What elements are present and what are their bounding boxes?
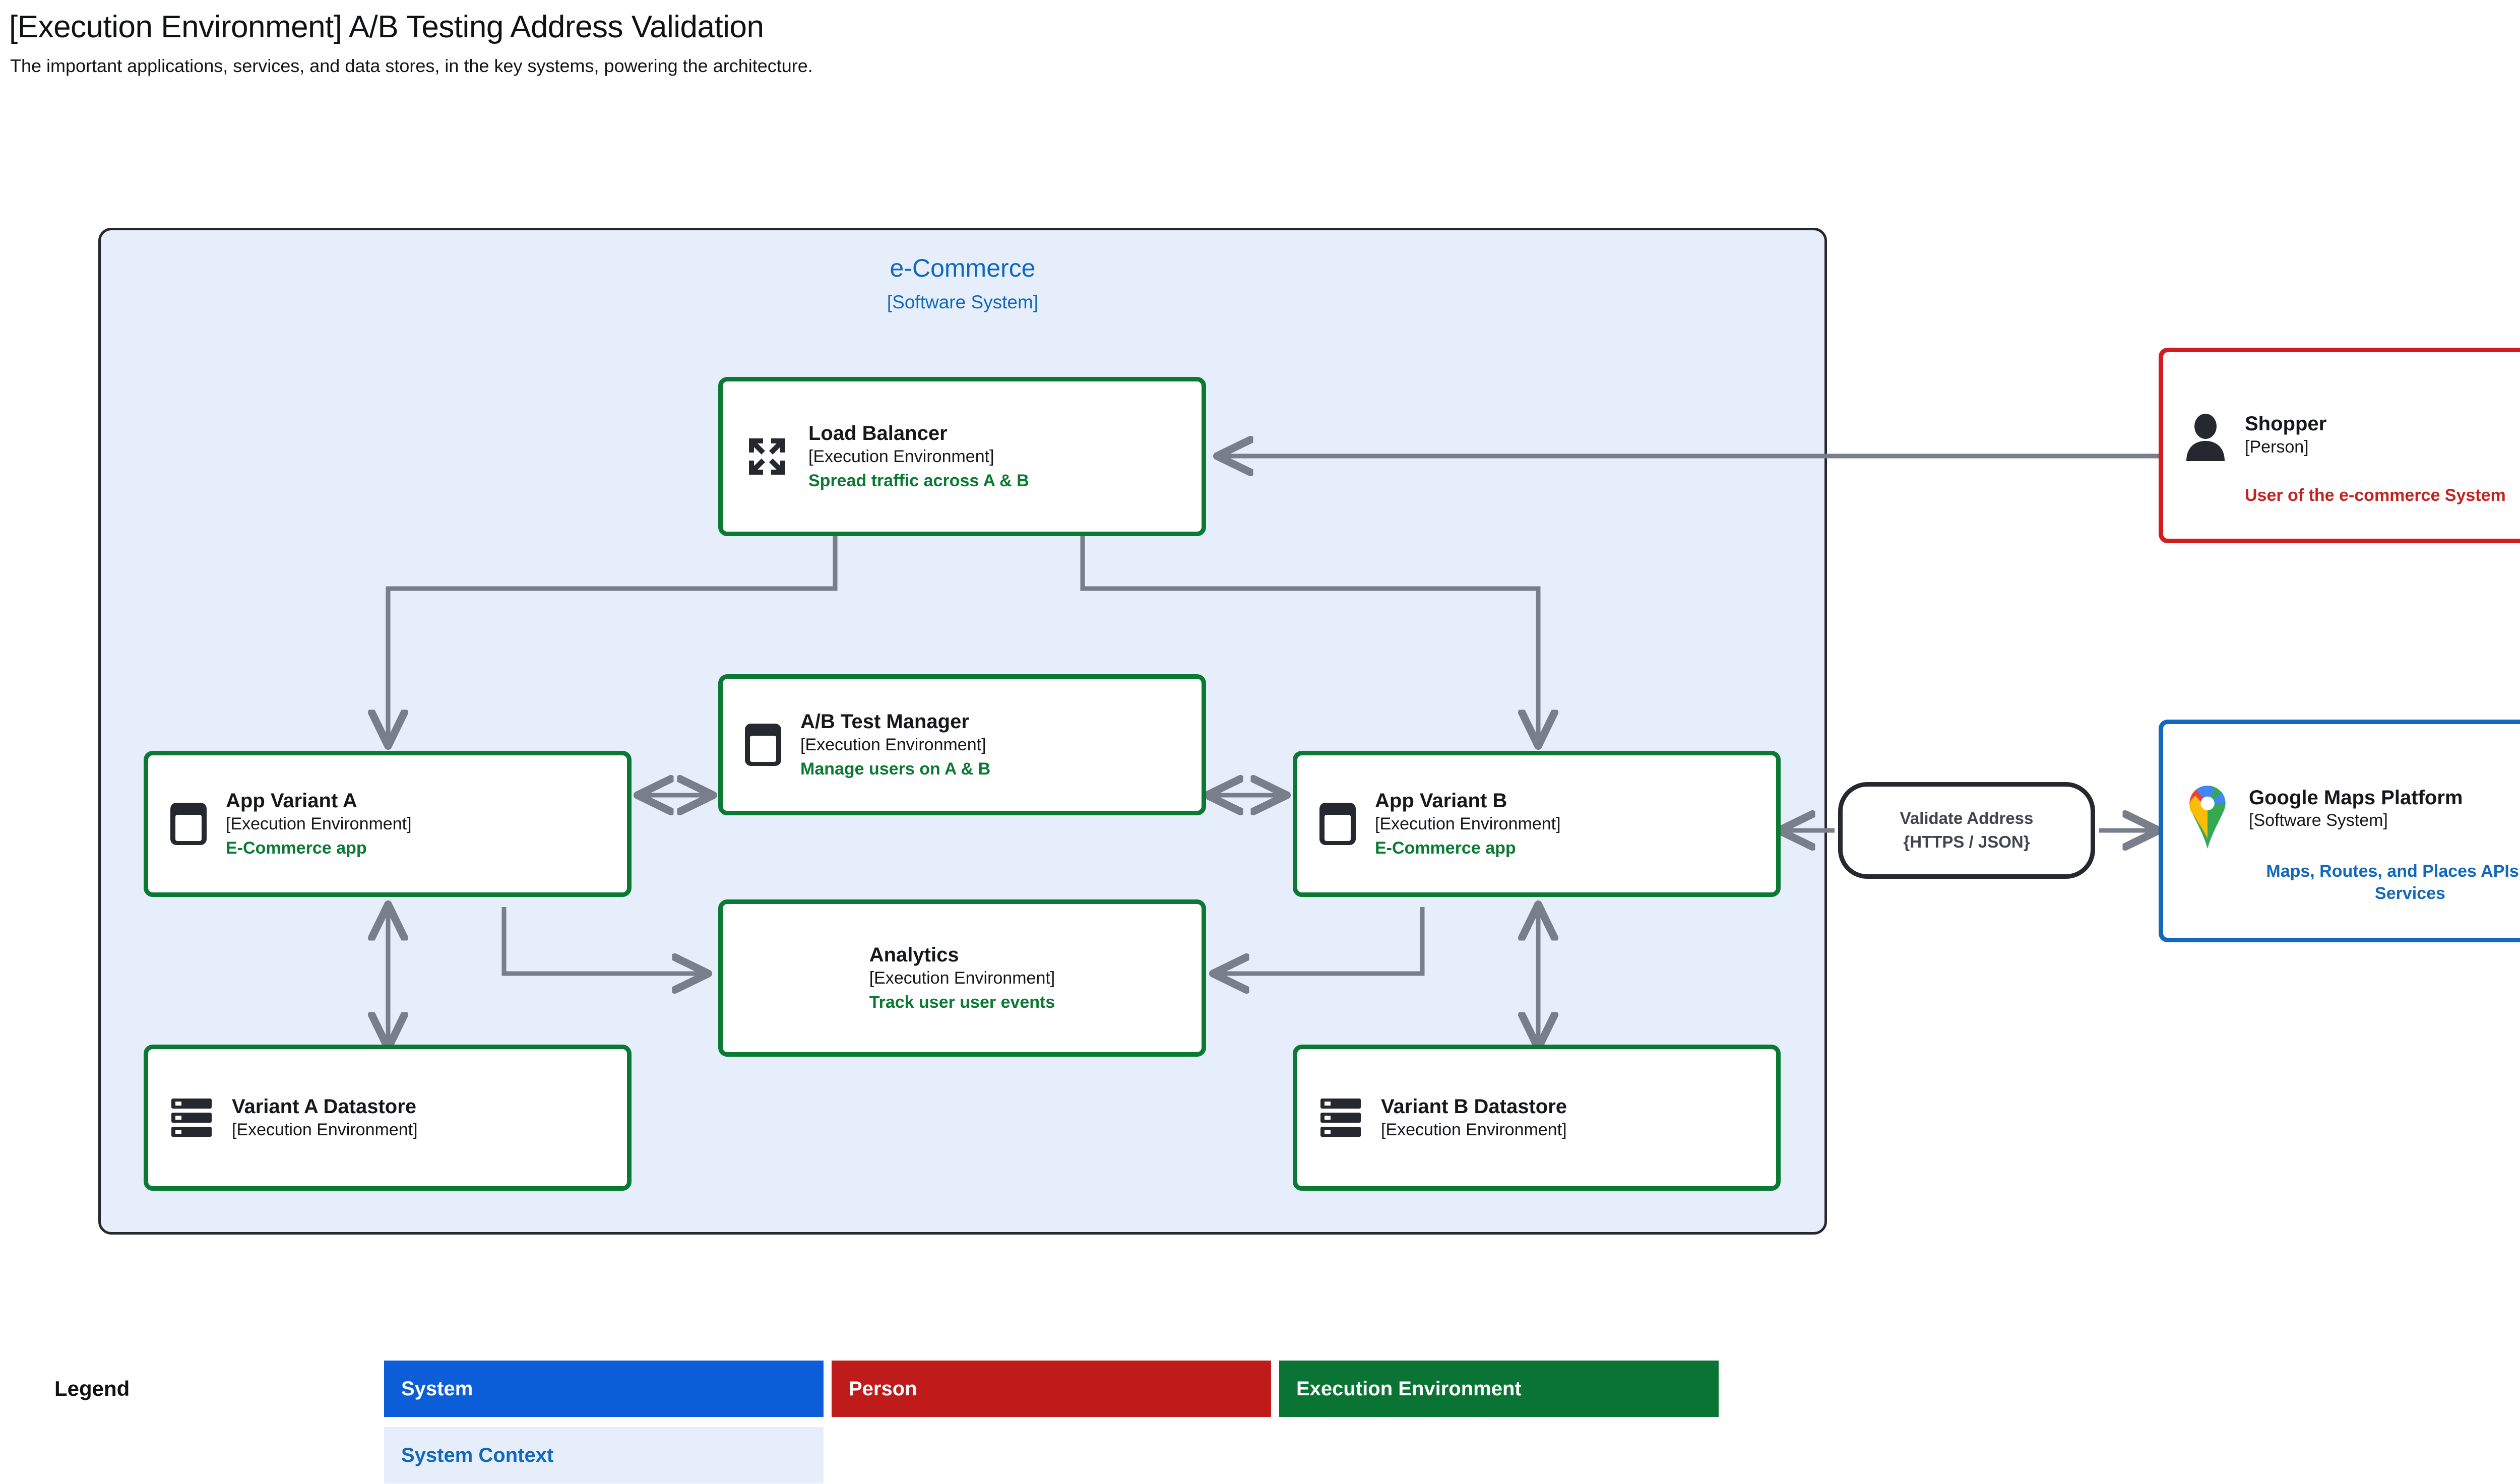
legend-title: Legend bbox=[54, 1377, 130, 1400]
node-description: Manage users on A & B bbox=[800, 759, 991, 779]
legend-item-person: Person bbox=[832, 1361, 1271, 1417]
node-type: [Execution Environment] bbox=[1381, 1120, 1567, 1139]
node-ab-test-manager[interactable]: A/B Test Manager [Execution Environment]… bbox=[718, 674, 1206, 815]
page-title: [Execution Environment] A/B Testing Addr… bbox=[9, 10, 764, 44]
node-type: [Execution Environment] bbox=[808, 446, 994, 466]
person-icon bbox=[2183, 412, 2228, 461]
node-google-maps-platform[interactable]: Google Maps Platform [Software System] M… bbox=[2159, 720, 2520, 942]
page-subtitle: The important applications, services, an… bbox=[10, 55, 813, 76]
server-rack-icon bbox=[168, 1096, 215, 1139]
boundary-subtitle: [Software System] bbox=[887, 292, 1039, 312]
node-app-variant-b[interactable]: App Variant B [Execution Environment] E-… bbox=[1293, 751, 1781, 897]
node-title: Shopper bbox=[2245, 412, 2327, 435]
node-type: [Person] bbox=[2245, 437, 2309, 457]
legend-item-execution-environment: Execution Environment bbox=[1279, 1361, 1719, 1417]
node-type: [Execution Environment] bbox=[869, 968, 1055, 988]
node-title: App Variant B bbox=[1375, 789, 1507, 812]
node-type: [Software System] bbox=[2249, 811, 2388, 830]
node-description: Track user user events bbox=[869, 993, 1055, 1012]
google-maps-pin-icon bbox=[2183, 785, 2232, 849]
node-load-balancer[interactable]: Load Balancer [Execution Environment] Sp… bbox=[718, 377, 1206, 536]
node-description: Spread traffic across A & B bbox=[808, 471, 1029, 491]
node-description: E-Commerce app bbox=[1375, 838, 1516, 858]
node-title: Variant B Datastore bbox=[1381, 1095, 1567, 1118]
edge-label-technology: {HTTPS / JSON} bbox=[1903, 832, 2030, 851]
server-rack-icon bbox=[1317, 1096, 1364, 1139]
node-title: Variant A Datastore bbox=[232, 1095, 417, 1118]
node-variant-a-datastore[interactable]: Variant A Datastore [Execution Environme… bbox=[144, 1045, 632, 1191]
edge-label-text: Validate Address bbox=[1900, 809, 2034, 828]
legend-item-system: System bbox=[384, 1361, 824, 1417]
node-variant-b-datastore[interactable]: Variant B Datastore [Execution Environme… bbox=[1293, 1045, 1781, 1191]
node-description: Maps, Routes, and Places APIs and Servic… bbox=[2266, 861, 2520, 904]
node-title: Load Balancer bbox=[808, 422, 948, 444]
app-window-icon bbox=[168, 801, 209, 847]
node-title: Analytics bbox=[869, 943, 959, 966]
boundary-title: e-Commerce bbox=[890, 254, 1036, 282]
node-shopper[interactable]: Shopper [Person] User of the e-commerce … bbox=[2159, 348, 2520, 543]
node-type: [Execution Environment] bbox=[800, 735, 986, 754]
node-description: E-Commerce app bbox=[226, 838, 367, 858]
node-title: Google Maps Platform bbox=[2249, 786, 2463, 809]
node-type: [Execution Environment] bbox=[1375, 814, 1561, 833]
node-description: User of the e-commerce System bbox=[2245, 486, 2506, 505]
node-type: [Execution Environment] bbox=[232, 1120, 418, 1139]
node-app-variant-a[interactable]: App Variant A [Execution Environment] E-… bbox=[144, 751, 632, 897]
legend-item-system-context: System Context bbox=[384, 1427, 824, 1483]
node-type: [Execution Environment] bbox=[226, 814, 412, 833]
edge-label-validate-address: Validate Address {HTTPS / JSON} bbox=[1838, 782, 2095, 879]
app-window-icon bbox=[1317, 801, 1358, 847]
node-analytics[interactable]: Analytics [Execution Environment] Track … bbox=[718, 899, 1206, 1057]
node-title: App Variant A bbox=[226, 789, 357, 812]
app-window-icon bbox=[743, 722, 783, 768]
expand-arrows-icon bbox=[743, 432, 791, 481]
node-title: A/B Test Manager bbox=[800, 710, 969, 733]
